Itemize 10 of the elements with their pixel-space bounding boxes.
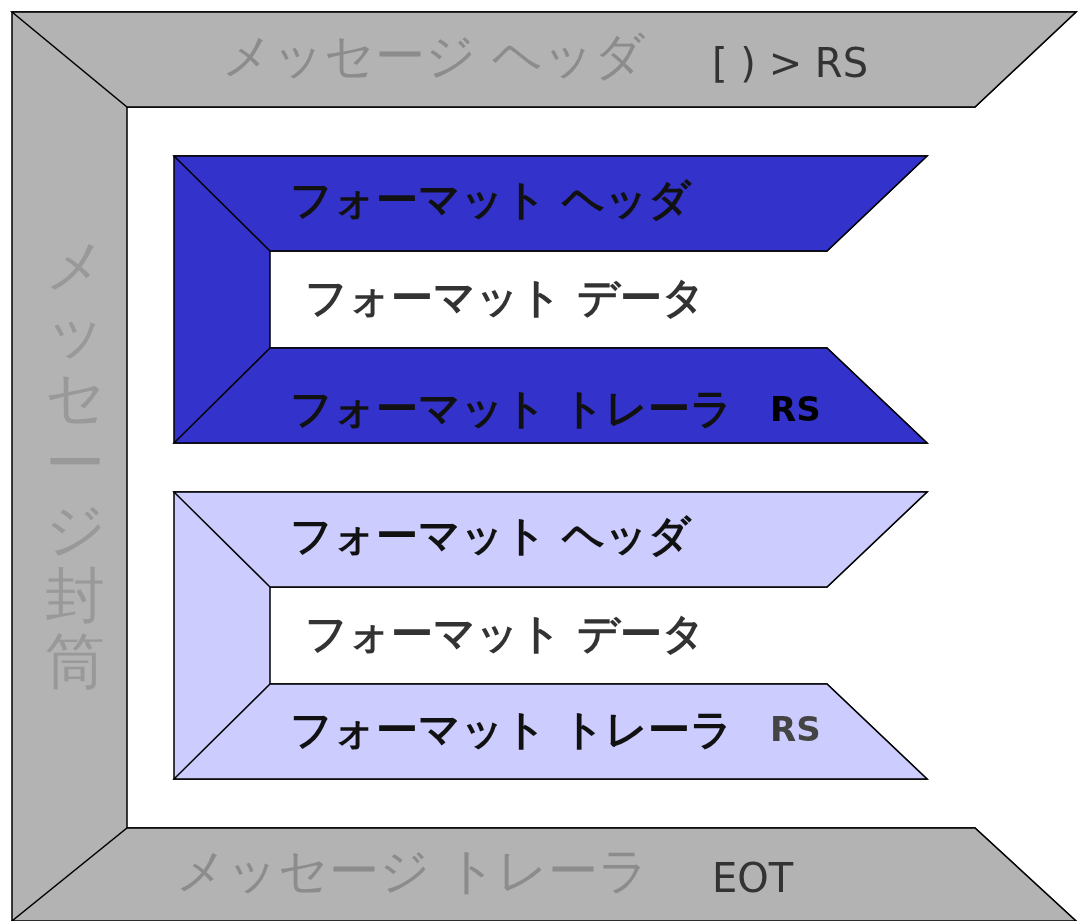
data-label: フォーマット データ xyxy=(305,610,705,659)
trailer-title: フォーマット トレーラ xyxy=(290,706,733,755)
control-code: RS xyxy=(770,710,821,750)
header-title: フォーマット ヘッダ xyxy=(290,176,691,225)
trailer-title: フォーマット トレーラ xyxy=(290,385,733,434)
data-label: フォーマット データ xyxy=(305,274,705,323)
control-code: EOT xyxy=(712,855,794,901)
header-title: フォーマット ヘッダ xyxy=(290,512,691,561)
control-code: [ ) > RS xyxy=(712,40,869,86)
control-code: RS xyxy=(770,390,821,430)
